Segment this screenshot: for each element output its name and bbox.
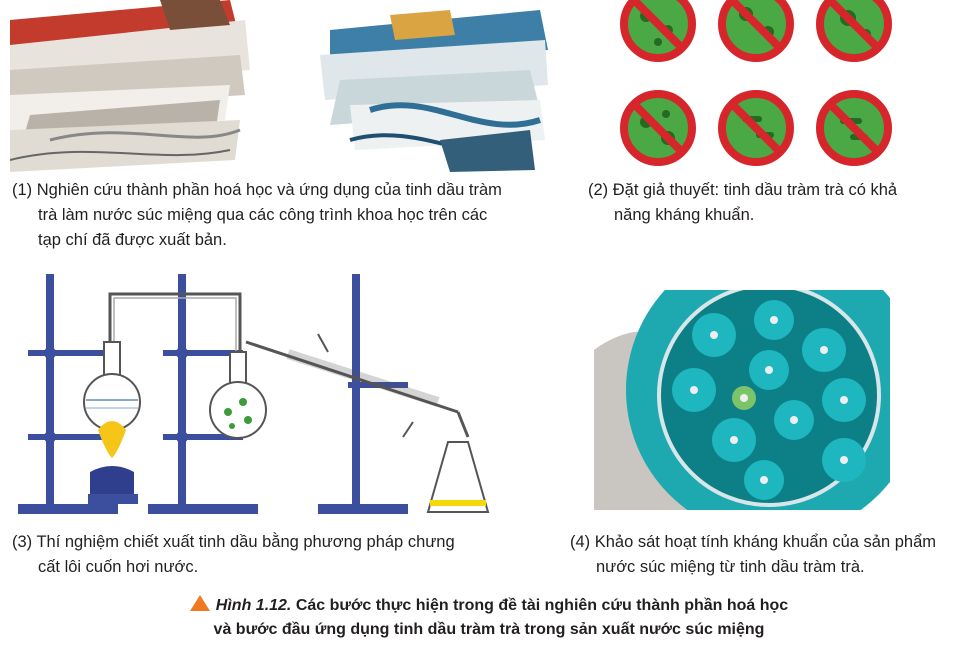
lab-stand-3 — [318, 274, 408, 514]
lab-stand-1 — [18, 274, 118, 514]
distillation-apparatus — [18, 262, 518, 524]
caption-4-line-2: nước súc miệng từ tinh dầu tràm trà. — [596, 558, 865, 576]
no-bacteria-sign-1 — [620, 0, 696, 62]
journals-photo — [9, 0, 548, 172]
caption-2-line-2: năng kháng khuẩn. — [614, 206, 755, 224]
caption-2-line-1: (2) Đặt giả thuyết: tinh dầu tràm trà có… — [588, 181, 898, 199]
no-bacteria-sign-5 — [718, 90, 794, 166]
boiling-flask — [83, 341, 141, 431]
no-bacteria-sign-3 — [816, 0, 892, 62]
leaves-flask — [209, 351, 267, 439]
figure-label: Hình 1.12. — [215, 597, 292, 614]
figure-title-line-1: Các bước thực hiện trong đề tài nghiên c… — [295, 597, 789, 614]
caption-4-line-1: (4) Khảo sát hoạt tính kháng khuẩn của s… — [570, 533, 936, 551]
caption-1-line-3: tạp chí đã được xuất bản. — [38, 231, 227, 249]
no-bacteria-sign-6 — [816, 90, 892, 166]
caption-step-4: (4) Khảo sát hoạt tính kháng khuẩn của s… — [570, 530, 974, 580]
caption-3-line-1: (3) Thí nghiệm chiết xuất tinh dầu bằng … — [12, 533, 455, 551]
triangle-icon — [189, 595, 210, 611]
lab-stand-2 — [148, 274, 258, 514]
caption-step-3: (3) Thí nghiệm chiết xuất tinh dầu bằng … — [12, 530, 532, 580]
antibacterial-signs — [608, 0, 908, 172]
journals-illustration — [9, 0, 548, 172]
caption-step-2: (2) Đặt giả thuyết: tinh dầu tràm trà có… — [588, 178, 968, 228]
caption-1-line-1: (1) Nghiên cứu thành phần hoá học và ứng… — [12, 181, 502, 199]
collection-flask — [426, 441, 490, 513]
figure-caption-line-1: Hình 1.12. Các bước thực hiện trong đề t… — [0, 594, 978, 618]
caption-step-1: (1) Nghiên cứu thành phần hoá học và ứng… — [12, 178, 552, 253]
caption-3-line-2: cất lôi cuốn hơi nước. — [38, 558, 199, 576]
condenser — [245, 333, 470, 438]
burner — [88, 421, 138, 504]
petri-dish-photo — [594, 242, 922, 538]
no-bacteria-sign-2 — [718, 0, 794, 62]
caption-1-line-2: trà làm nước súc miệng qua các công trìn… — [38, 206, 488, 224]
figure-caption: Hình 1.12. Các bước thực hiện trong đề t… — [0, 594, 978, 642]
no-bacteria-sign-4 — [620, 90, 696, 166]
figure-title-line-2: và bước đầu ứng dụng tinh dầu tràm trà t… — [213, 621, 765, 638]
